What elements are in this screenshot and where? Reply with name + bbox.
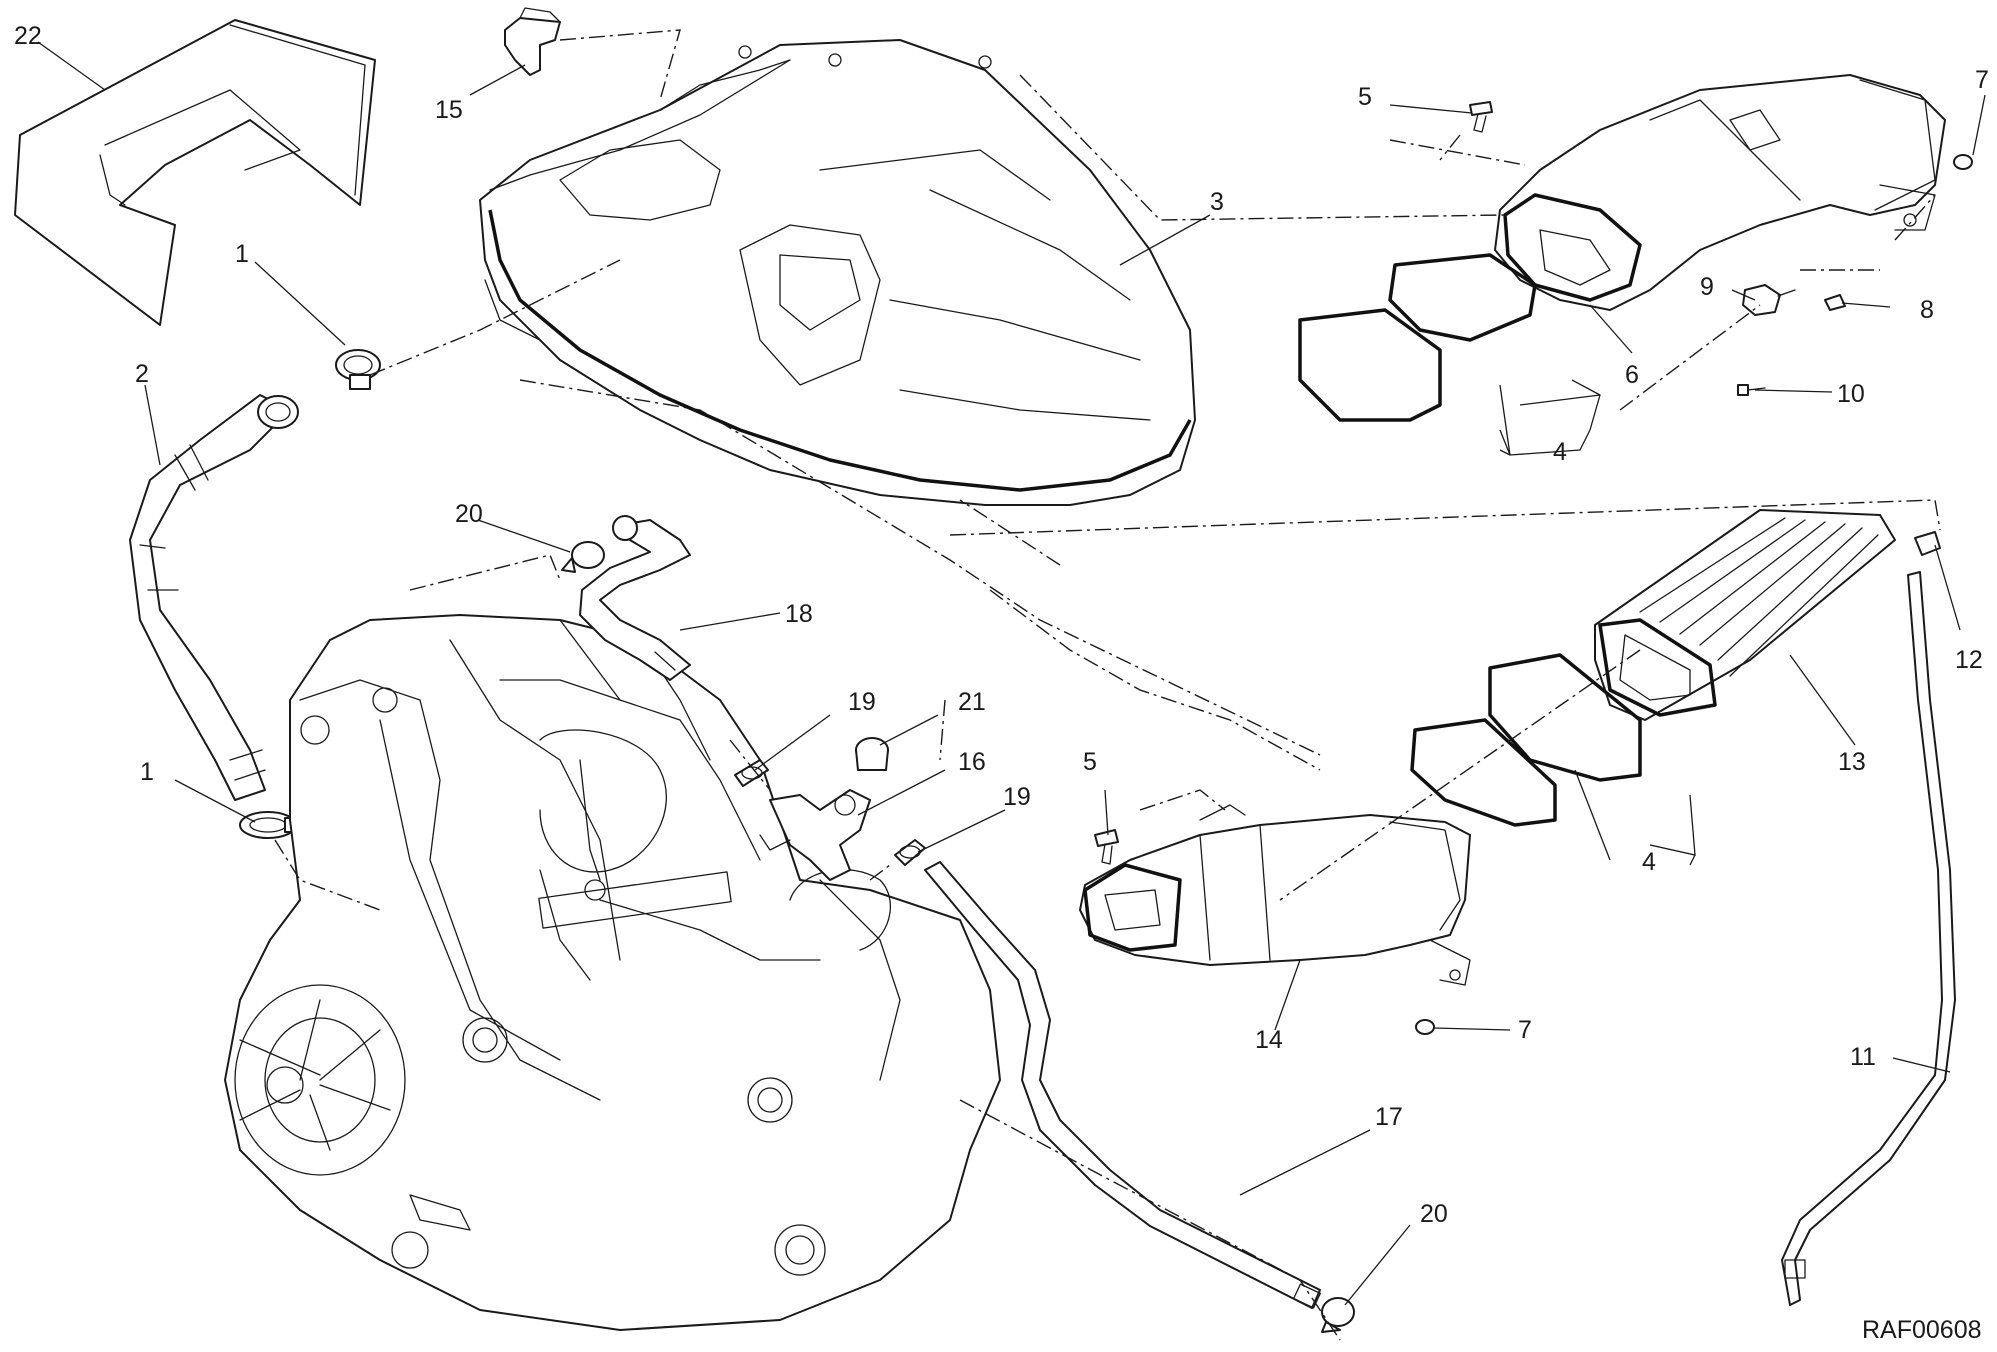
part-10-screw[interactable]	[1737, 384, 1766, 396]
part-7-washer-lower[interactable]	[1415, 1019, 1435, 1035]
callout-12: 12	[1955, 646, 1983, 674]
part-5-screw-lower[interactable]	[1094, 829, 1119, 865]
callout-19-right: 19	[1003, 783, 1031, 811]
part-19-clip-right[interactable]	[894, 839, 926, 866]
callout-14: 14	[1255, 1026, 1283, 1054]
callout-2: 2	[135, 360, 149, 388]
part-1-hose-clamp-upper[interactable]	[335, 349, 381, 390]
part-20-clamp-lower[interactable]	[1321, 1297, 1355, 1333]
callout-7-upper: 7	[1975, 66, 1989, 94]
callout-21: 21	[958, 688, 986, 716]
callout-7-lower: 7	[1518, 1016, 1532, 1044]
leader-lines	[37, 41, 1986, 1306]
part-3-airbox[interactable]	[479, 39, 1196, 506]
callout-8: 8	[1920, 296, 1934, 324]
callout-6: 6	[1625, 361, 1639, 389]
callout-1-upper: 1	[235, 240, 249, 268]
callout-15: 15	[435, 96, 463, 124]
part-11-drain-hose[interactable]	[1781, 571, 1956, 1306]
callout-22: 22	[14, 22, 42, 50]
part-4-gaskets-lower[interactable]	[1410, 653, 1642, 827]
part-5-screw-upper[interactable]	[1469, 101, 1493, 133]
part-21-cap[interactable]	[855, 737, 889, 771]
callout-5-lower: 5	[1083, 748, 1097, 776]
reference-code: RAF00608	[1862, 1316, 1982, 1344]
part-6-intake-duct[interactable]	[1494, 74, 1946, 311]
part-18-hose[interactable]	[579, 515, 691, 681]
callout-13: 13	[1838, 748, 1866, 776]
callout-17: 17	[1375, 1103, 1403, 1131]
part-13-air-filter[interactable]	[1594, 509, 1896, 721]
callout-16: 16	[958, 748, 986, 776]
part-14-intake-duct[interactable]	[1079, 804, 1471, 986]
part-22-heat-shield[interactable]	[14, 19, 376, 326]
callout-11: 11	[1850, 1043, 1876, 1071]
callout-20-upper: 20	[455, 500, 483, 528]
engine-outline	[224, 614, 1001, 1331]
part-8-bushing[interactable]	[1824, 294, 1846, 311]
callout-19-left: 19	[848, 688, 876, 716]
assembly-lines	[274, 29, 1941, 1341]
callout-18: 18	[785, 600, 813, 628]
callout-1-lower: 1	[140, 758, 154, 786]
callout-4-lower: 4	[1642, 848, 1656, 876]
callout-labels: 22 15 1 2 3 5 7 9 8 6 10 4 20 18 12 19 2…	[14, 22, 1989, 1344]
part-15-clip[interactable]	[504, 7, 561, 76]
callout-3: 3	[1210, 188, 1224, 216]
part-2-hose[interactable]	[129, 394, 299, 801]
callout-20-lower: 20	[1420, 1200, 1448, 1228]
part-7-washer-upper[interactable]	[1953, 154, 1973, 170]
part-20-clamp-upper[interactable]	[561, 541, 605, 573]
callout-10: 10	[1837, 380, 1865, 408]
part-17-hose[interactable]	[924, 861, 1322, 1309]
part-16-valve[interactable]	[759, 789, 871, 881]
part-12-clamp[interactable]	[1914, 531, 1941, 556]
callout-9: 9	[1700, 273, 1714, 301]
callout-4-upper: 4	[1553, 438, 1567, 466]
part-4-gaskets-upper[interactable]	[1298, 253, 1537, 422]
callout-5-upper: 5	[1358, 83, 1372, 111]
part-9-sensor[interactable]	[1742, 284, 1796, 316]
